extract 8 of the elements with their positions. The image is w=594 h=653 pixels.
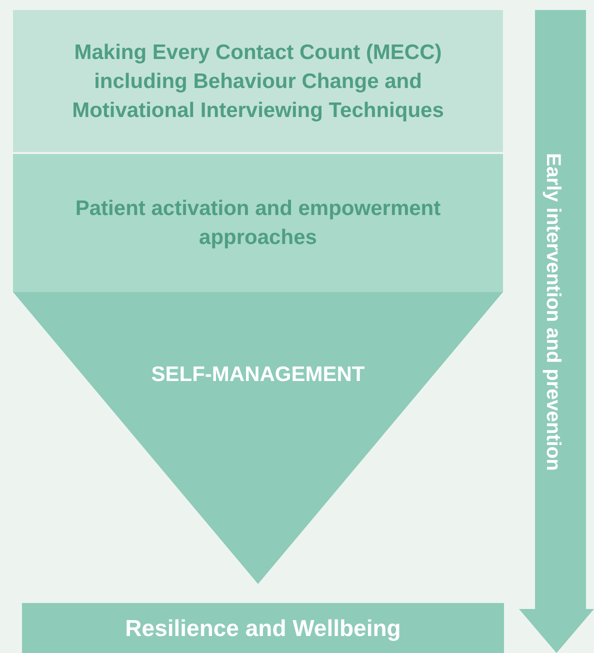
box-text: Resilience and Wellbeing bbox=[125, 614, 401, 642]
box-text: Making Every Contact Count (MECC) including Behaviour Change and Motivational Interviewing Techniques bbox=[71, 40, 445, 124]
box-text: Patient activation and empowerment approaches bbox=[74, 196, 442, 251]
arrow-label: Early intervention and prevention bbox=[541, 152, 565, 470]
text-box bbox=[13, 10, 503, 152]
banner-box bbox=[22, 603, 504, 653]
funnel-label: SELF-MANAGEMENT bbox=[151, 362, 365, 388]
text-box bbox=[13, 152, 503, 292]
